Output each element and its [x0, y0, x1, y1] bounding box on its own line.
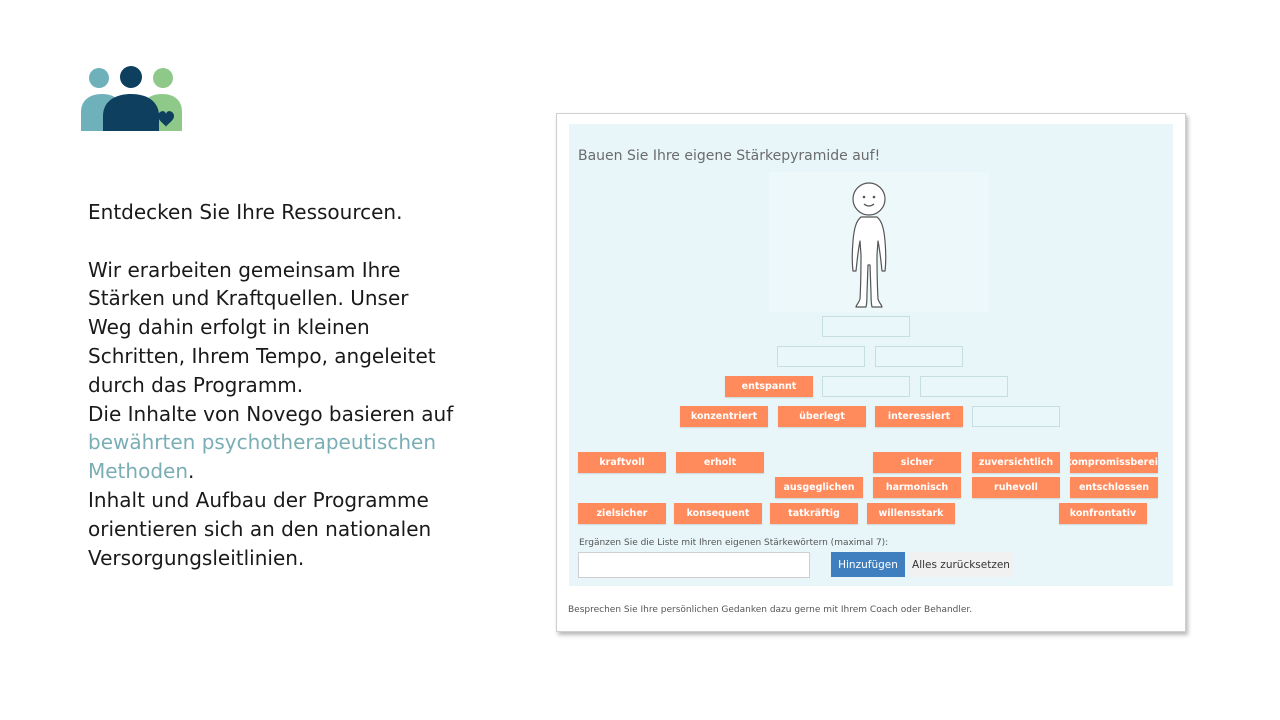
- pool-chip-ruhevoll[interactable]: ruhevoll: [972, 477, 1060, 498]
- intro-heading: Entdecken Sie Ihre Ressourcen.: [88, 200, 403, 224]
- guidelines-paragraph: Inhalt und Aufbau der Programme orientie…: [88, 487, 432, 570]
- pool-chip-sicher[interactable]: sicher: [873, 452, 961, 473]
- pyramid-slot-row3-2[interactable]: [822, 376, 910, 397]
- methods-period: .: [188, 459, 195, 484]
- pool-chip-willensstark[interactable]: willensstark: [867, 503, 955, 524]
- intro-paragraph: Wir erarbeiten gemeinsam Ihre Stärken un…: [88, 257, 436, 397]
- methods-link[interactable]: bewährten psychotherapeutischen Methoden: [88, 430, 436, 484]
- pool-chip-tatkraeftig[interactable]: tatkräftig: [770, 503, 858, 524]
- pyramid-slot-top[interactable]: [822, 316, 910, 337]
- person-figure-icon: [851, 182, 887, 308]
- intro-text: Entdecken Sie Ihre Ressourcen. Wir erarb…: [88, 198, 458, 572]
- reset-all-button[interactable]: Alles zurücksetzen: [909, 552, 1013, 577]
- add-words-label: Ergänzen Sie die Liste mit Ihren eigenen…: [579, 538, 889, 548]
- pool-chip-erholt[interactable]: erholt: [676, 452, 764, 473]
- pool-chip-ausgeglichen[interactable]: ausgeglichen: [775, 477, 863, 498]
- pool-chip-kraftvoll[interactable]: kraftvoll: [578, 452, 666, 473]
- pool-chip-entschlossen[interactable]: entschlossen: [1070, 477, 1158, 498]
- pool-chip-harmonisch[interactable]: harmonisch: [873, 477, 961, 498]
- novego-logo-icon: [81, 66, 182, 131]
- panel-title: Bauen Sie Ihre eigene Stärkepyramide auf…: [578, 148, 881, 164]
- pyramid-chip-interessiert[interactable]: interessiert: [875, 406, 963, 427]
- pool-chip-kompromissbereit[interactable]: kompromissbereit: [1070, 452, 1158, 473]
- footer-note: Besprechen Sie Ihre persönlichen Gedanke…: [568, 605, 973, 615]
- app-screenshot: Bauen Sie Ihre eigene Stärkepyramide auf…: [556, 113, 1186, 632]
- pyramid-chip-entspannt[interactable]: entspannt: [725, 376, 813, 397]
- add-button[interactable]: Hinzufügen: [831, 552, 905, 577]
- pool-chip-konsequent[interactable]: konsequent: [674, 503, 762, 524]
- strength-pyramid-panel: Bauen Sie Ihre eigene Stärkepyramide auf…: [569, 124, 1173, 586]
- pool-chip-zielsicher[interactable]: zielsicher: [578, 503, 666, 524]
- methods-text: Die Inhalte von Novego basieren auf: [88, 401, 454, 426]
- pyramid-chip-konzentriert[interactable]: konzentriert: [680, 406, 768, 427]
- add-word-input[interactable]: [578, 552, 810, 578]
- methods-paragraph: Die Inhalte von Novego basieren auf bewä…: [88, 400, 458, 486]
- pyramid-slot-row3-3[interactable]: [920, 376, 1008, 397]
- pool-chip-konfrontativ[interactable]: konfrontativ: [1059, 503, 1147, 524]
- pyramid-slot-row2-1[interactable]: [777, 346, 865, 367]
- pyramid-chip-ueberlegt[interactable]: überlegt: [778, 406, 866, 427]
- pool-chip-zuversichtlich[interactable]: zuversichtlich: [972, 452, 1060, 473]
- pyramid-slot-row2-2[interactable]: [875, 346, 963, 367]
- pyramid-slot-row4-4[interactable]: [972, 406, 1060, 427]
